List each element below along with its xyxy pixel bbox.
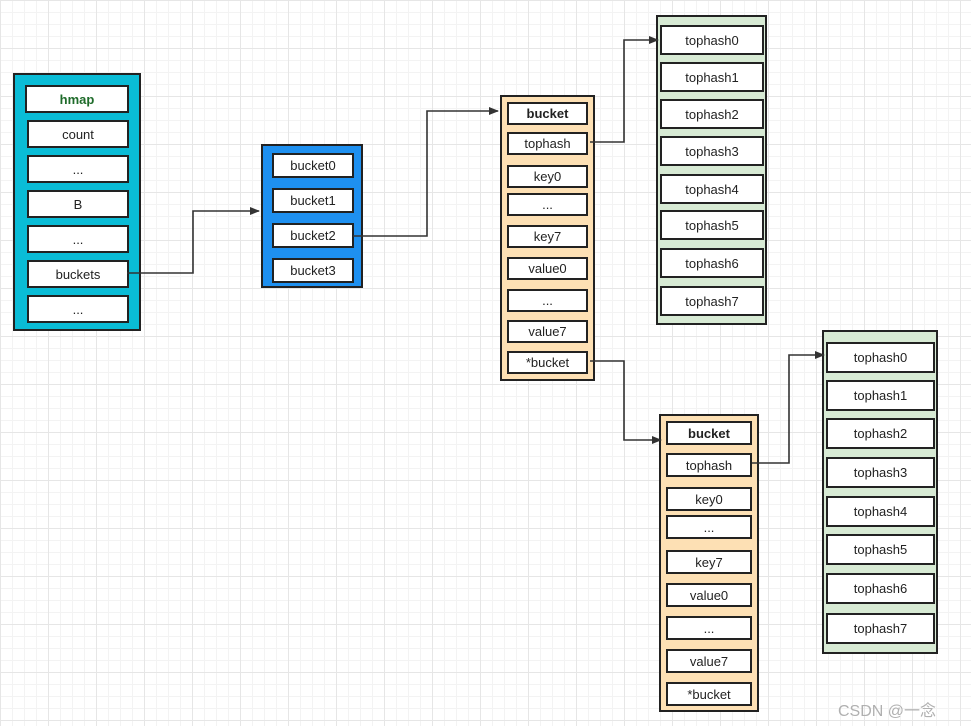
tophash-a-2: tophash2 [660,99,764,129]
bucket-b-field-overflow: *bucket [666,682,752,706]
watermark: CSDN @一念 [838,703,937,720]
bucket-b-field-key0: key0 [666,487,752,511]
tophash-a-5: tophash5 [660,210,764,240]
bucket-b-field-value7: value7 [666,649,752,673]
bucket-b-field-ellipsis: ... [666,515,752,539]
bucket-a-field-key0: key0 [507,165,588,188]
tophash-array-b: tophash0 tophash1 tophash2 tophash3 toph… [822,330,938,654]
arrow-bucket2-to-bucket [353,107,499,237]
bucket-entry-1: bucket1 [272,188,354,213]
bucket-b-field-ellipsis: ... [666,616,752,640]
hmap-field-ellipsis: ... [27,155,129,183]
tophash-a-0: tophash0 [660,25,764,55]
tophash-b-5: tophash5 [826,534,935,565]
tophash-array-a: tophash0 tophash1 tophash2 tophash3 toph… [656,15,767,325]
bucket-a-field-overflow: *bucket [507,351,588,374]
tophash-b-3: tophash3 [826,457,935,488]
bucket-a-field-value0: value0 [507,257,588,280]
tophash-b-6: tophash6 [826,573,935,604]
bucket-a-field-value7: value7 [507,320,588,343]
arrow-tophash-to-array-a [590,36,659,143]
bucket-entry-3: bucket3 [272,258,354,283]
tophash-a-6: tophash6 [660,248,764,278]
tophash-b-0: tophash0 [826,342,935,373]
tophash-b-7: tophash7 [826,613,935,644]
tophash-b-2: tophash2 [826,418,935,449]
arrow-tophash-to-array-b [752,351,825,464]
bucket-a-field-tophash: tophash [507,132,588,155]
bucket-struct-a: bucket tophash key0 ... key7 value0 ... … [500,95,595,381]
bucket-b-field-value0: value0 [666,583,752,607]
tophash-a-7: tophash7 [660,286,764,316]
hmap-title: hmap [25,85,129,113]
tophash-b-4: tophash4 [826,496,935,527]
tophash-b-1: tophash1 [826,380,935,411]
bucket-a-field-key7: key7 [507,225,588,248]
bucket-a-title: bucket [507,102,588,125]
hmap-field-b: B [27,190,129,218]
bucket-b-field-tophash: tophash [666,453,752,477]
bucket-entry-0: bucket0 [272,153,354,178]
hmap-field-count: count [27,120,129,148]
buckets-array: bucket0 bucket1 bucket2 bucket3 [261,144,363,288]
arrow-overflow-to-bucket-b [590,360,662,444]
arrow-buckets-to-array [127,207,260,274]
hmap-field-ellipsis: ... [27,295,129,323]
hmap-field-buckets: buckets [27,260,129,288]
tophash-a-4: tophash4 [660,174,764,204]
bucket-a-field-ellipsis: ... [507,289,588,312]
bucket-struct-b: bucket tophash key0 ... key7 value0 ... … [659,414,759,712]
tophash-a-1: tophash1 [660,62,764,92]
hmap-field-ellipsis: ... [27,225,129,253]
bucket-b-title: bucket [666,421,752,445]
tophash-a-3: tophash3 [660,136,764,166]
bucket-entry-2: bucket2 [272,223,354,248]
bucket-a-field-ellipsis: ... [507,193,588,216]
bucket-b-field-key7: key7 [666,550,752,574]
hmap-struct: hmap count ... B ... buckets ... [13,73,141,331]
